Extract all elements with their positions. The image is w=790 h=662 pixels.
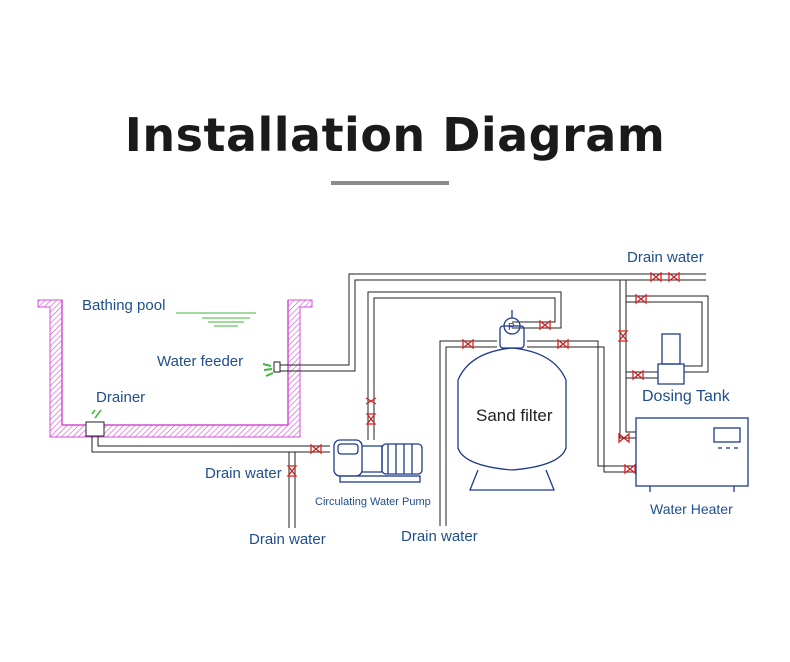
- label-drain-water-pump-side: Drain water: [205, 465, 282, 482]
- label-water-heater: Water Heater: [650, 501, 733, 517]
- sand-filter: P: [457, 310, 567, 491]
- page-title: Installation Diagram: [124, 108, 666, 162]
- label-dosing-tank: Dosing Tank: [642, 388, 730, 405]
- label-bathing-pool: Bathing pool: [82, 297, 166, 314]
- valves: [287, 272, 680, 477]
- label-water-feeder: Water feeder: [157, 353, 244, 370]
- label-drain-water-bottom-left: Drain water: [249, 531, 326, 548]
- water-heater: [635, 417, 749, 492]
- pipes: [91, 273, 709, 528]
- label-drain-water-bottom-mid: Drain water: [401, 528, 478, 545]
- label-drainer: Drainer: [96, 389, 146, 406]
- title-underline: [331, 181, 449, 185]
- label-drain-water-top: Drain water: [627, 249, 704, 266]
- dosing-tank: [657, 333, 685, 385]
- water-feeder: [262, 361, 281, 377]
- svg-text:P: P: [508, 322, 515, 333]
- label-circulating-pump: Circulating Water Pump: [315, 496, 431, 508]
- circulating-pump: [333, 439, 423, 483]
- label-sand-filter: Sand filter: [476, 406, 553, 425]
- drainer: [85, 409, 105, 437]
